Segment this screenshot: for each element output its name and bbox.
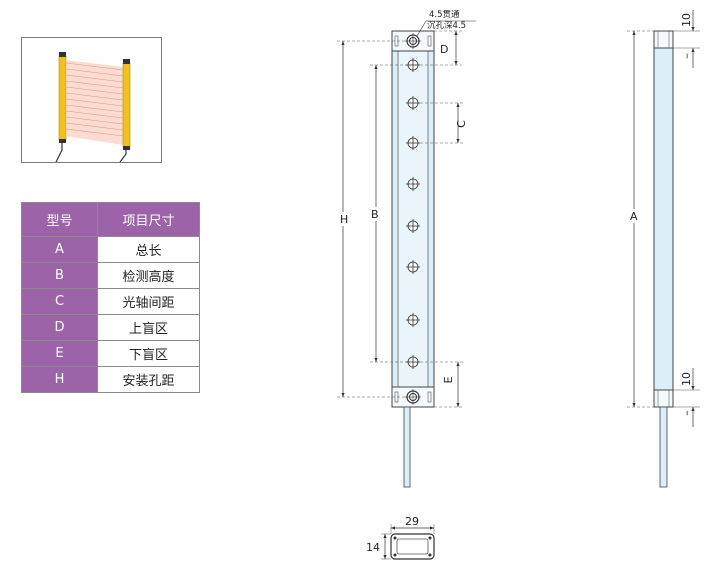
table-header-row: 型号 项目尺寸 (21, 202, 200, 237)
row-value: 安装孔距 (97, 366, 200, 393)
product-photo (21, 37, 162, 163)
row-key: C (21, 288, 98, 315)
row-key: E (21, 340, 98, 367)
header-item-size: 项目尺寸 (97, 202, 200, 237)
light-curtain-illustration (55, 52, 131, 163)
top-mounting-hole (405, 33, 421, 49)
side-cable (659, 406, 668, 488)
cross-section: 29 14 (366, 515, 435, 560)
side-view: A 10 – 10 – (627, 10, 700, 488)
hole-note-counterbore: 沉孔深4.5 (427, 21, 466, 31)
spec-table: 型号 项目尺寸 A 总长 B 检测高度 C 光轴间距 D 上盲区 E 下盲区 H… (21, 202, 200, 393)
table-row: B 检测高度 (21, 262, 200, 289)
side-top-cap (653, 30, 674, 49)
hole-note-through: 4.5贯通 (429, 9, 460, 20)
row-key: H (21, 366, 98, 393)
table-row: A 总长 (21, 236, 200, 263)
dim-h-label: H (340, 213, 348, 226)
row-key: B (21, 262, 98, 289)
section-outline (390, 533, 435, 560)
svg-text:–: – (680, 53, 693, 59)
table-row: H 安装孔距 (21, 366, 200, 393)
table-row: D 上盲区 (21, 314, 200, 341)
cable (403, 406, 411, 488)
dim-a-label: A (630, 210, 638, 223)
side-bottom-cap (653, 389, 674, 408)
dim-bottom-10: 10 (680, 372, 693, 386)
front-view: 4.5贯通 沉孔深4.5 H B D C E (337, 9, 476, 488)
row-key: A (21, 236, 98, 263)
side-body (653, 30, 674, 408)
dim-b-label: B (371, 208, 379, 221)
bottom-mounting-hole (405, 389, 421, 405)
row-value: 上盲区 (97, 314, 200, 341)
row-value: 检测高度 (97, 262, 200, 289)
section-width-label: 29 (405, 515, 419, 528)
optical-axis-markers (406, 58, 420, 369)
table-row: E 下盲区 (21, 340, 200, 367)
dim-c-label: C (455, 120, 468, 128)
dim-top-10: 10 (680, 13, 693, 27)
row-key: D (21, 314, 98, 341)
dim-d-label: D (440, 43, 448, 56)
dim-e-label: E (442, 376, 455, 383)
row-value: 下盲区 (97, 340, 200, 367)
row-value: 总长 (97, 236, 200, 263)
section-height-label: 14 (366, 541, 380, 554)
svg-text:–: – (680, 410, 693, 416)
header-model: 型号 (21, 202, 98, 237)
